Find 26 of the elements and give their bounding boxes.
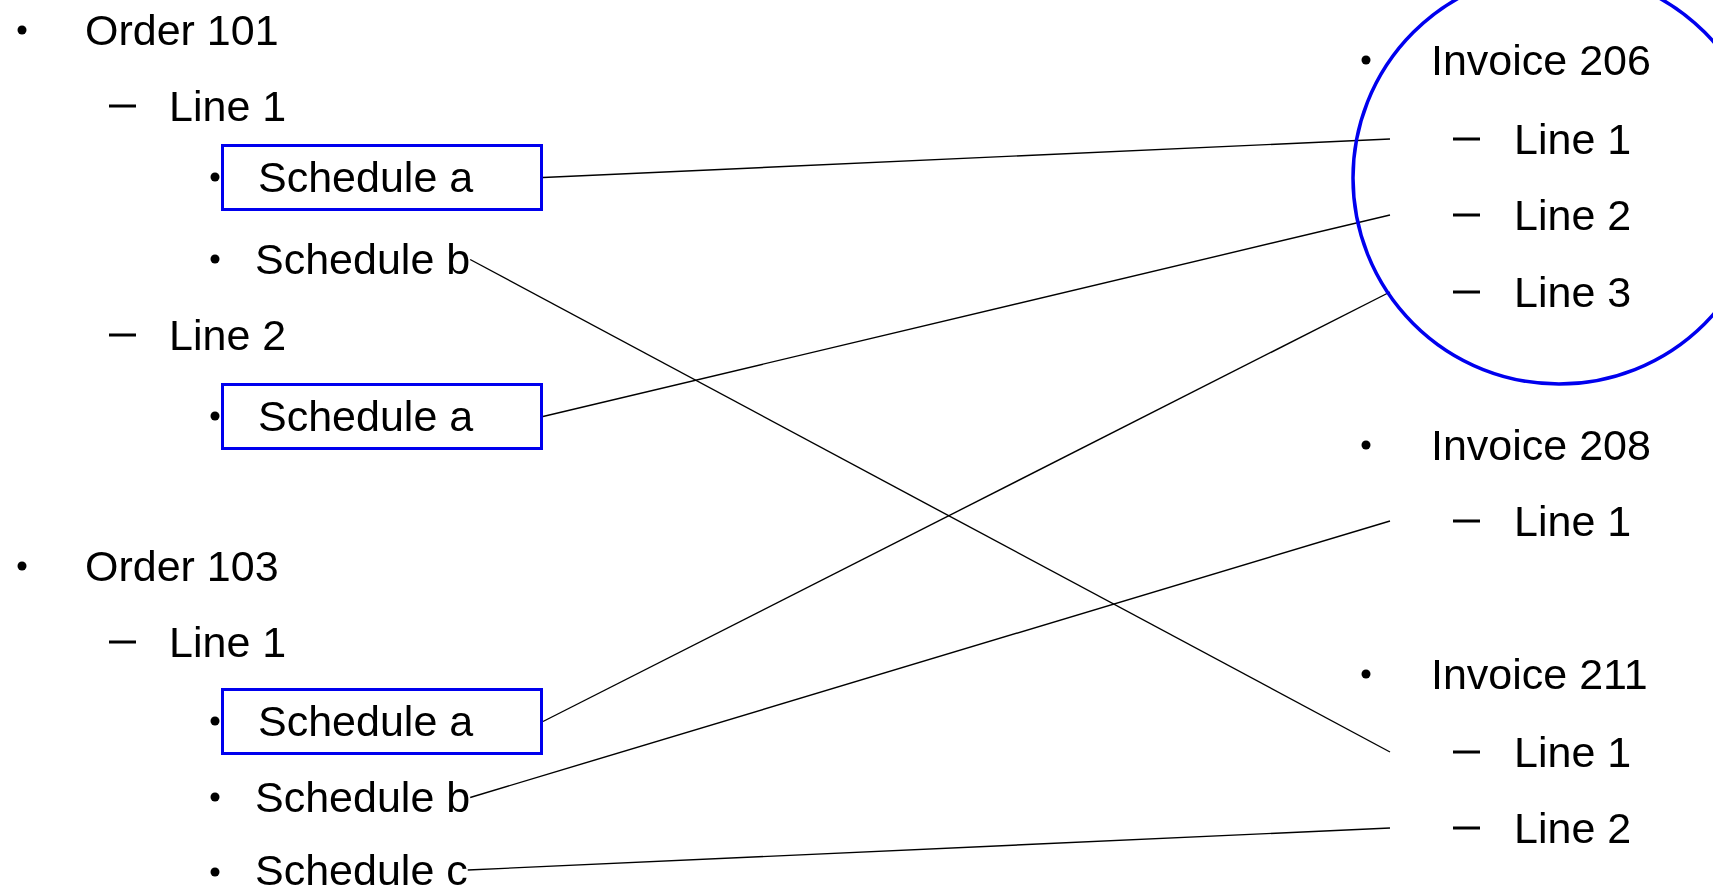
- list-item: Line 2: [1390, 803, 1632, 853]
- line-label: Line 1: [169, 81, 287, 131]
- invoice-heading: Invoice 208: [1431, 420, 1651, 470]
- order-heading: Order 101: [85, 5, 279, 55]
- list-item: Line 1: [1390, 496, 1632, 546]
- list-item: Schedule c: [221, 845, 468, 892]
- connector-line: [469, 258, 1391, 753]
- connector-line: [469, 520, 1391, 799]
- connector-line: [542, 138, 1391, 179]
- line-label: Line 1: [169, 617, 287, 667]
- connector-line: [467, 827, 1391, 871]
- invoice-heading: Invoice 206: [1431, 35, 1651, 85]
- list-item: Line 1: [1390, 727, 1632, 777]
- highlighted-schedule: Schedule a: [221, 144, 543, 211]
- list-item: Line 3: [1390, 267, 1632, 317]
- list-item: Schedule b: [221, 764, 471, 831]
- list-item: Line 2: [1390, 190, 1632, 240]
- connector-line: [542, 291, 1391, 723]
- list-item: Line 1: [1390, 114, 1632, 164]
- order-heading: Order 103: [85, 541, 279, 591]
- highlighted-schedule: Schedule a: [221, 383, 543, 450]
- invoice-heading: Invoice 211: [1431, 649, 1648, 699]
- list-item: Schedule b: [221, 226, 471, 293]
- highlighted-schedule: Schedule a: [221, 688, 543, 755]
- connector-line: [542, 214, 1391, 418]
- line-label: Line 2: [169, 310, 287, 360]
